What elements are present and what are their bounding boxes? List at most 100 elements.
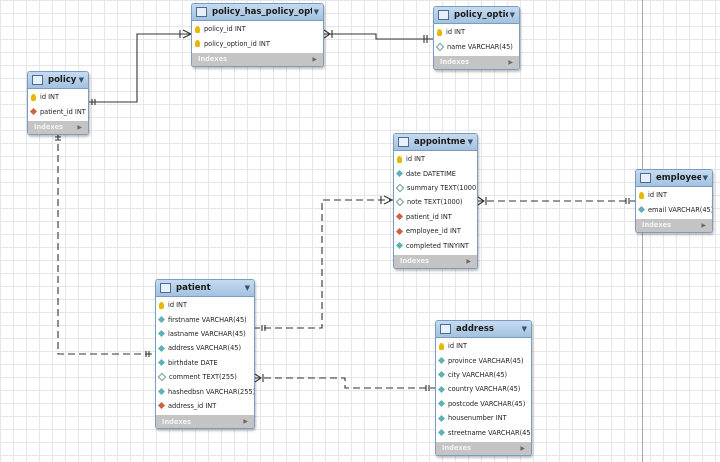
indexes-section[interactable]: Indexes ▶ [436, 441, 531, 455]
column-row[interactable]: lastname VARCHAR(45) [156, 327, 254, 341]
column-row[interactable]: comment TEXT(255) [156, 370, 254, 384]
foreign-key-icon [395, 227, 404, 235]
indexes-label: Indexes [400, 257, 429, 266]
column-label: address_id INT [168, 401, 217, 410]
expand-arrow-icon[interactable]: ▶ [520, 444, 525, 452]
column-row[interactable]: hashedbsn VARCHAR(255) [156, 384, 254, 398]
column-row[interactable]: id INT [434, 25, 519, 39]
table-policy-has-policy-option[interactable]: policy_has_policy_option ▼ policy_id INT… [191, 3, 324, 67]
column-row[interactable]: note TEXT(1000) [394, 195, 477, 209]
column-row[interactable]: id INT [28, 90, 88, 104]
table-title: employee [656, 173, 701, 183]
column-row[interactable]: policy_option_id INT [192, 36, 323, 50]
primary-key-icon [437, 28, 442, 36]
column-label: city VARCHAR(45) [448, 370, 508, 379]
expand-arrow-icon[interactable]: ▶ [312, 55, 317, 63]
column-row[interactable]: birthdate DATE [156, 356, 254, 370]
table-policy[interactable]: policy ▼ id INT patient_id INT Indexes▶ [27, 71, 89, 135]
nullable-column-icon [157, 372, 167, 382]
column-label: summary TEXT(1000) [407, 183, 478, 192]
relation-option-policy-has-option [322, 33, 433, 40]
column-row[interactable]: address_id INT [156, 399, 254, 413]
table-title: patient [176, 283, 211, 293]
column-row[interactable]: completed TINYINT [394, 238, 477, 252]
indexes-label: Indexes [442, 444, 471, 453]
collapse-caret-icon[interactable]: ▼ [244, 284, 250, 292]
column-row[interactable]: province VARCHAR(45) [436, 353, 531, 367]
column-row[interactable]: id INT [394, 152, 477, 166]
table-address[interactable]: address ▼ id INT province VARCHAR(45) ci… [435, 320, 532, 456]
column-icon [437, 357, 446, 365]
table-icon [160, 283, 171, 293]
table-header[interactable]: appointment ▼ [394, 134, 477, 151]
column-label: id INT [648, 191, 668, 200]
table-header[interactable]: policy_option ▼ [434, 7, 519, 24]
expand-arrow-icon[interactable]: ▶ [701, 221, 706, 229]
table-header[interactable]: address ▼ [436, 321, 531, 338]
table-employee[interactable]: employee ▼ id INT email VARCHAR(45) Inde… [635, 169, 713, 233]
column-row[interactable]: address VARCHAR(45) [156, 341, 254, 355]
nullable-column-icon [435, 42, 445, 51]
expand-arrow-icon[interactable]: ▶ [466, 257, 471, 265]
collapse-caret-icon[interactable]: ▼ [313, 8, 319, 16]
column-label: country VARCHAR(45) [448, 385, 521, 394]
column-row[interactable]: housenumber INT [436, 411, 531, 425]
relation-appointment-patient [253, 199, 393, 329]
column-row[interactable]: streetname VARCHAR(45) [436, 425, 531, 439]
collapse-caret-icon[interactable]: ▼ [78, 76, 84, 84]
expand-arrow-icon[interactable]: ▶ [508, 58, 513, 66]
indexes-section[interactable]: Indexes▶ [192, 52, 323, 66]
column-row[interactable]: id INT [436, 339, 531, 353]
column-row[interactable]: id INT [636, 188, 712, 202]
table-header[interactable]: policy ▼ [28, 72, 88, 89]
column-row[interactable]: email VARCHAR(45) [636, 202, 712, 216]
indexes-section[interactable]: Indexes ▶ [394, 254, 477, 268]
column-label: firstname VARCHAR(45) [168, 315, 247, 324]
indexes-section[interactable]: Indexes▶ [156, 415, 254, 429]
column-icon [437, 414, 446, 422]
column-row[interactable]: country VARCHAR(45) [436, 382, 531, 396]
column-icon [157, 330, 166, 338]
table-header[interactable]: employee ▼ [636, 170, 712, 187]
column-label: patient_id INT [40, 107, 86, 116]
column-row[interactable]: city VARCHAR(45) [436, 368, 531, 382]
column-label: province VARCHAR(45) [448, 356, 524, 365]
column-row[interactable]: postcode VARCHAR(45) [436, 397, 531, 411]
primary-key-icon [195, 40, 200, 48]
indexes-section[interactable]: Indexes▶ [434, 55, 519, 69]
column-icon [637, 206, 646, 214]
column-icon [157, 387, 166, 396]
column-icon [437, 400, 446, 408]
expand-arrow-icon[interactable]: ▶ [243, 418, 248, 426]
column-row[interactable]: date DATETIME [394, 166, 477, 180]
column-label: id INT [406, 155, 426, 164]
collapse-caret-icon[interactable]: ▼ [467, 138, 473, 146]
table-header[interactable]: policy_has_policy_option ▼ [192, 4, 323, 21]
table-patient[interactable]: patient ▼ id INT firstname VARCHAR(45) l… [155, 279, 255, 430]
collapse-caret-icon[interactable]: ▼ [702, 174, 708, 182]
expand-arrow-icon[interactable]: ▶ [77, 123, 82, 131]
column-row[interactable]: summary TEXT(1000) [394, 181, 477, 195]
column-row[interactable]: id INT [156, 298, 254, 312]
column-row[interactable]: patient_id INT [394, 210, 477, 224]
column-icon [437, 371, 446, 379]
collapse-caret-icon[interactable]: ▼ [509, 11, 515, 19]
table-policy-option[interactable]: policy_option ▼ id INT name VARCHAR(45) … [433, 6, 520, 70]
primary-key-icon [195, 25, 200, 33]
column-row[interactable]: patient_id INT [28, 104, 88, 118]
column-label: lastname VARCHAR(45) [168, 329, 246, 338]
indexes-section[interactable]: Indexes▶ [28, 120, 88, 134]
column-icon [395, 170, 404, 178]
column-row[interactable]: employee_id INT [394, 224, 477, 238]
column-label: policy_id INT [204, 25, 246, 34]
column-row[interactable]: firstname VARCHAR(45) [156, 312, 254, 326]
primary-key-icon [31, 93, 36, 101]
table-title: policy [48, 75, 77, 85]
column-row[interactable]: policy_id INT [192, 22, 323, 36]
column-row[interactable]: name VARCHAR(45) [434, 39, 519, 53]
table-header[interactable]: patient ▼ [156, 280, 254, 297]
collapse-caret-icon[interactable]: ▼ [521, 325, 527, 333]
table-appointment[interactable]: appointment ▼ id INT date DATETIME summa… [393, 133, 478, 269]
indexes-section[interactable]: Indexes▶ [636, 218, 712, 232]
table-title: appointment [414, 137, 466, 147]
